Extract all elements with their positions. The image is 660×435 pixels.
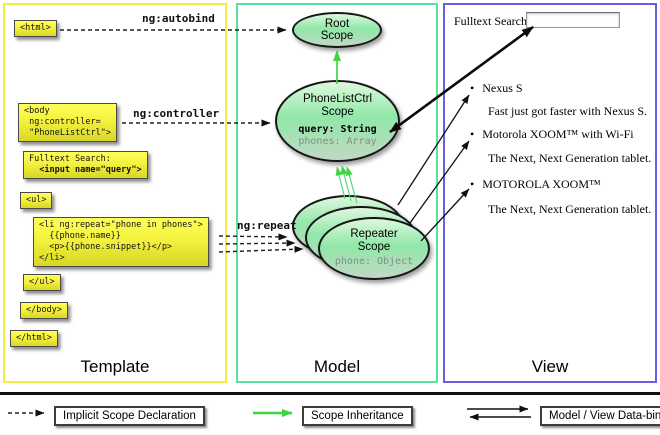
code-line: </html> <box>16 333 52 343</box>
phonelistctrl-scope-title: PhoneListCtrl <box>302 93 373 105</box>
view-item-name: Motorola XOOM™ with Wi-Fi <box>482 127 634 141</box>
code-html-open: <html> <box>14 20 57 37</box>
code-html-close: </html> <box>10 330 58 347</box>
view-item-1: • Nexus S <box>470 81 523 96</box>
code-line: {{phone.name}} <box>39 231 121 241</box>
code-fulltext-search: Fulltext Search: <input name="query"> <box>23 151 148 179</box>
view-item-name: Nexus S <box>482 81 523 95</box>
view-item-3-snippet: The Next, Next Generation tablet. <box>488 202 652 216</box>
repeater-scope-title: Repeater <box>350 228 398 240</box>
code-line: <html> <box>20 23 51 33</box>
code-line: ng:controller= <box>24 117 101 127</box>
scope-property-query: query: String <box>298 124 377 135</box>
bullet-icon: • <box>470 127 475 141</box>
legend-implicit-scope: Implicit Scope Declaration <box>54 406 205 426</box>
scope-property-phones: phones: Array <box>298 136 377 147</box>
phonelistctrl-scope-node: PhoneListCtrl Scope query: String phones… <box>275 80 400 162</box>
root-scope-title: Scope <box>320 30 354 42</box>
scope-property-phone: phone: Object <box>334 256 414 267</box>
code-line: <body <box>24 106 50 116</box>
code-body-open: <body ng:controller= "PhoneListCtrl"> <box>18 103 117 142</box>
view-item-name: MOTOROLA XOOM™ <box>482 177 601 191</box>
view-item-2-snippet: The Next, Next Generation tablet. <box>488 151 652 165</box>
code-ul-close: </ul> <box>23 274 61 291</box>
model-panel: Model <box>236 3 438 383</box>
view-item-1-snippet: Fast just got faster with Nexus S. <box>488 104 647 118</box>
code-line: <ul> <box>26 195 47 205</box>
code-line: <input name="query"> <box>29 165 142 175</box>
view-panel: View <box>443 3 657 383</box>
template-panel-title: Template <box>80 357 150 376</box>
code-ul-open: <ul> <box>20 192 53 209</box>
root-scope-node: Root Scope <box>292 12 382 48</box>
view-search-label: Fulltext Search: <box>454 14 531 28</box>
autobind-label: ng:autobind <box>142 12 215 25</box>
code-line: <li ng:repeat="phone in phones"> <box>39 220 203 230</box>
code-line: </li> <box>39 253 65 263</box>
code-line: "PhoneListCtrl"> <box>24 128 111 138</box>
bullet-icon: • <box>470 177 475 191</box>
code-line: </ul> <box>29 277 55 287</box>
fulltext-search-input[interactable] <box>526 12 620 28</box>
code-li-repeat: <li ng:repeat="phone in phones"> {{phone… <box>33 217 209 267</box>
code-line: </body> <box>26 305 62 315</box>
code-body-close: </body> <box>20 302 68 319</box>
repeater-scope-title: Scope <box>357 240 391 253</box>
repeater-scope-node: Repeater Scope phone: Object <box>318 217 430 280</box>
root-scope-title: Root <box>324 18 350 30</box>
bullet-icon: • <box>470 81 475 95</box>
legend-separator-line <box>0 392 660 395</box>
controller-label: ng:controller <box>133 107 220 120</box>
view-item-3: • MOTOROLA XOOM™ <box>470 177 601 192</box>
view-item-2: • Motorola XOOM™ with Wi-Fi <box>470 127 634 142</box>
legend-data-binding: Model / View Data-binding <box>540 406 660 426</box>
phonelistctrl-scope-title: Scope <box>321 105 354 118</box>
code-line: Fulltext Search: <box>29 154 111 164</box>
repeat-label: ng:repeat <box>237 219 297 232</box>
view-panel-title: View <box>531 357 569 376</box>
legend-scope-inheritance: Scope Inheritance <box>302 406 413 426</box>
code-line: <p>{{phone.snippet}}</p> <box>39 242 173 252</box>
model-panel-title: Model <box>313 357 361 376</box>
